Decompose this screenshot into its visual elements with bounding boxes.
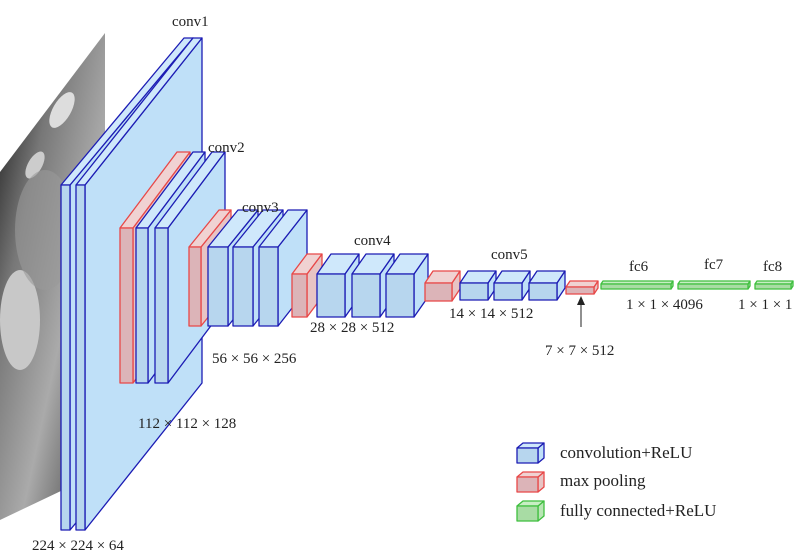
legend: convolution+ReLU max pooling fully conne… xyxy=(516,442,716,522)
legend-conv-swatch-icon xyxy=(516,442,545,464)
dim-conv2: 112 × 112 × 128 xyxy=(138,416,236,432)
conv3-block-3 xyxy=(258,209,308,327)
legend-pool-label: max pooling xyxy=(560,471,646,490)
pool5-block xyxy=(565,280,599,295)
dim-fc6-fc7: 1 × 1 × 4096 xyxy=(626,297,703,313)
fc8-block xyxy=(754,280,794,290)
dimension-labels: 224 × 224 × 64 112 × 112 × 128 56 × 56 ×… xyxy=(32,297,792,554)
legend-swatch xyxy=(516,500,545,522)
legend-item-conv: convolution+ReLU xyxy=(516,442,692,464)
pool5-arrow xyxy=(577,296,585,327)
dim-pool5: 7 × 7 × 512 xyxy=(545,343,614,359)
legend-item-fc: fully connected+ReLU xyxy=(516,500,716,522)
label-conv1: conv1 xyxy=(172,14,209,30)
conv5-block-2 xyxy=(493,270,531,301)
legend-fc-label: fully connected+ReLU xyxy=(560,501,716,520)
dim-fc8: 1 × 1 × 1 xyxy=(738,297,792,313)
layer-labels: conv1 conv2 conv3 conv4 conv5 fc6 fc7 fc… xyxy=(172,14,782,275)
legend-conv-label: convolution+ReLU xyxy=(560,443,692,462)
layer-blocks xyxy=(60,37,794,531)
label-conv4: conv4 xyxy=(354,233,391,249)
dim-conv4: 28 × 28 × 512 xyxy=(310,320,394,336)
label-conv3: conv3 xyxy=(242,200,279,216)
legend-swatch xyxy=(516,442,545,464)
fc6-block xyxy=(600,280,674,290)
conv5-block-3 xyxy=(528,270,566,301)
label-conv2: conv2 xyxy=(208,140,245,156)
label-fc8: fc8 xyxy=(763,259,782,275)
fc7-block xyxy=(677,280,751,290)
legend-item-pool: max pooling xyxy=(516,471,646,493)
conv5-block-1 xyxy=(459,270,497,301)
dim-conv5: 14 × 14 × 512 xyxy=(449,306,533,322)
dim-conv3: 56 × 56 × 256 xyxy=(212,351,297,367)
legend-swatch xyxy=(516,471,545,493)
legend-pool-swatch-icon xyxy=(516,471,545,493)
label-fc7: fc7 xyxy=(704,257,724,273)
pool4-block xyxy=(424,270,461,302)
legend-fc-swatch-icon xyxy=(516,500,545,522)
dim-conv1: 224 × 224 × 64 xyxy=(32,538,124,554)
label-fc6: fc6 xyxy=(629,259,649,275)
label-conv5: conv5 xyxy=(491,247,528,263)
